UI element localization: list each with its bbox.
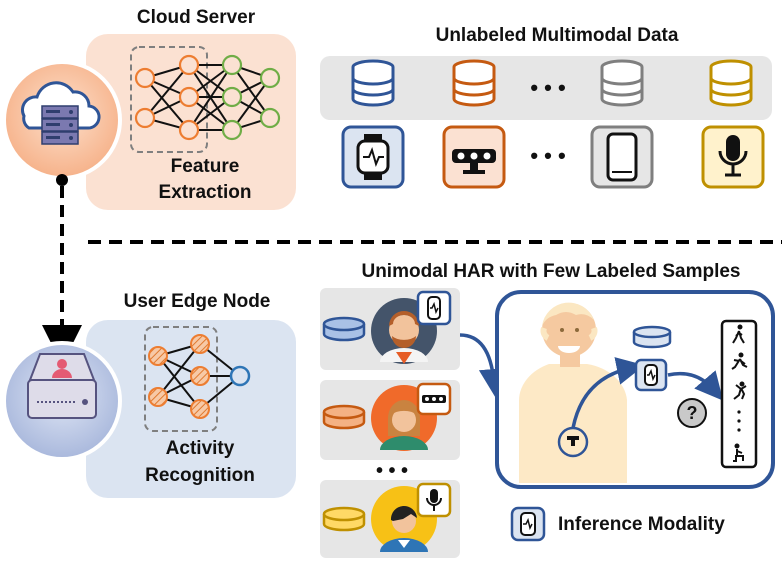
activity-list xyxy=(720,319,758,469)
unlabeled-data-title: Unlabeled Multimodal Data xyxy=(436,25,679,46)
user-card-watch xyxy=(320,288,460,370)
question-mark: ? xyxy=(687,403,698,423)
cloud-server-title: Cloud Server xyxy=(137,7,256,28)
database-icon xyxy=(322,316,366,342)
database-row-bg xyxy=(320,56,772,120)
feature-extraction-label-1: Feature xyxy=(171,156,240,177)
network-nodes xyxy=(134,54,281,141)
legend-label: Inference Modality xyxy=(558,514,725,535)
running-person-icon xyxy=(731,352,748,370)
database-icon xyxy=(351,59,395,107)
database-icon xyxy=(600,59,644,107)
users-ellipsis: • • • xyxy=(376,460,408,482)
microphone-icon xyxy=(701,125,765,189)
activity-recognition-label-2: Recognition xyxy=(145,465,255,486)
prediction-arrow xyxy=(667,370,724,401)
frozen-layers-box xyxy=(130,46,208,153)
user-card-microphone xyxy=(320,480,460,558)
sensor-flow-arrow xyxy=(571,357,645,429)
database-icon xyxy=(452,59,496,107)
ellipsis: • • • xyxy=(530,143,565,168)
smartwatch-icon xyxy=(341,125,405,189)
walking-person-icon xyxy=(732,324,745,344)
user-edge-node-title: User Edge Node xyxy=(124,291,271,312)
smartphone-icon xyxy=(590,125,654,189)
smartwatch-icon xyxy=(634,358,668,392)
database-icon xyxy=(709,59,753,107)
database-icon xyxy=(322,506,366,532)
cloud-server-icon xyxy=(2,60,122,180)
question-icon: ? xyxy=(677,398,707,428)
elderly-user-illustration xyxy=(519,302,627,483)
sitting-person-icon xyxy=(733,443,744,462)
jumping-person-icon xyxy=(733,381,747,400)
database-icon xyxy=(322,404,366,430)
network-nodes xyxy=(148,334,251,419)
depth-camera-icon xyxy=(442,125,506,189)
link-dot xyxy=(56,174,68,186)
activity-recognition-label-1: Activity xyxy=(166,438,235,459)
worn-sensor xyxy=(567,436,579,446)
database-icon xyxy=(632,325,672,349)
unimodal-har-title: Unimodal HAR with Few Labeled Samples xyxy=(361,261,740,282)
hard-drive-user-icon xyxy=(2,341,122,461)
feature-extraction-label-2: Extraction xyxy=(159,182,252,203)
user-card-camera xyxy=(320,380,460,460)
inference-modality-legend xyxy=(510,506,546,542)
inference-flow-arrow xyxy=(459,333,507,397)
frozen-layers-box xyxy=(144,326,218,432)
ellipsis: • • • xyxy=(530,75,565,100)
